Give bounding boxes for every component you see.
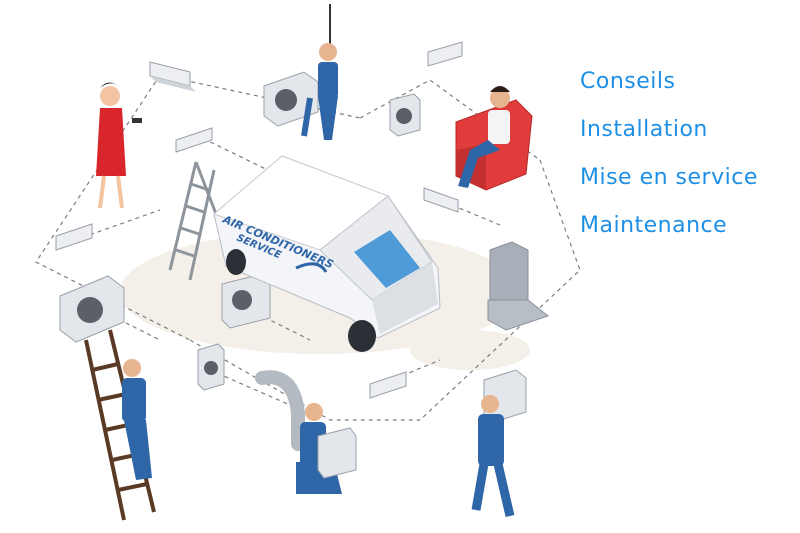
- worker-figure: [122, 359, 152, 480]
- worker-figure: [301, 4, 338, 140]
- air-duct-icon: [487, 241, 550, 331]
- menu-item-conseils[interactable]: Conseils: [580, 69, 676, 94]
- outdoor-unit-icon: [197, 343, 225, 391]
- ac-split-unit-icon: [149, 61, 196, 92]
- outdoor-unit-icon: [389, 93, 421, 137]
- menu-item-installation[interactable]: Installation: [580, 117, 708, 142]
- ladder-icon: [168, 161, 228, 281]
- worker-figure: [296, 403, 357, 494]
- services-menu: Conseils Installation Mise en service Ma…: [580, 66, 758, 258]
- ac-split-unit-icon: [175, 127, 213, 153]
- outdoor-unit-icon: [221, 273, 271, 329]
- outdoor-unit-icon: [59, 275, 125, 343]
- ac-split-unit-icon: [369, 371, 407, 399]
- worker-figure: [471, 369, 527, 518]
- ac-split-unit-icon: [423, 187, 459, 213]
- remote-control-icon: [132, 118, 142, 123]
- ac-split-unit-icon: [427, 41, 463, 67]
- menu-item-maintenance[interactable]: Maintenance: [580, 213, 728, 238]
- seated-man-figure: [458, 86, 510, 188]
- outdoor-unit-icon: [263, 71, 319, 127]
- air-duct-icon: [255, 370, 305, 451]
- menu-item-mise-en-service[interactable]: Mise en service: [580, 165, 758, 190]
- ac-split-unit-icon: [55, 223, 93, 251]
- woman-figure: [96, 82, 142, 209]
- van-icon: AIR CONDITIONERS SERVICE: [213, 155, 441, 352]
